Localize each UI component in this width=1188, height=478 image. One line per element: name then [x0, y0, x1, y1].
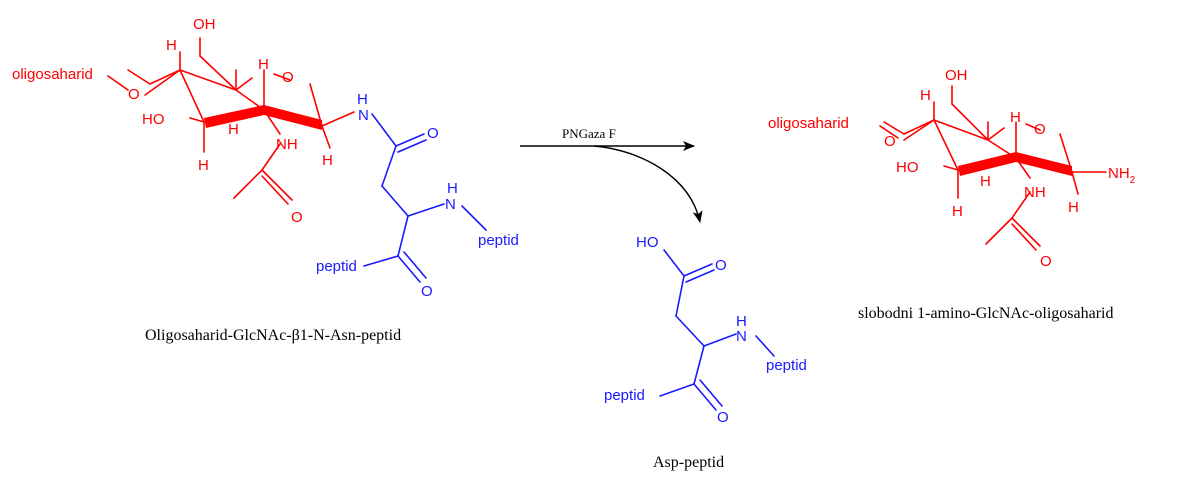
substrate-acetamido-nh: NH	[276, 136, 298, 153]
substrate-carbonyl-oxygen: O	[421, 283, 433, 300]
amine-c3-hydrogen: H	[952, 203, 963, 220]
asp-peptide-molecule: HO O H N peptid peptid O Asp-peptid	[604, 234, 807, 471]
amine-acetyl-oxygen: O	[1040, 253, 1052, 270]
substrate-c5-hydrogen: H	[258, 56, 269, 73]
branch-arrow	[593, 145, 703, 223]
substrate-c3-hydroxyl: HO	[142, 111, 165, 128]
amine-amino-group: NH2	[1108, 165, 1136, 186]
substrate-glycosidic-oxygen: O	[128, 86, 140, 103]
substrate-peptide-right-label: peptid	[478, 232, 519, 249]
substrate-amide-hydrogen: H	[357, 91, 368, 108]
substrate-c6-hydroxyl: OH	[193, 16, 216, 33]
substrate-c2-hydrogen: H	[228, 121, 239, 138]
amine-c6-hydroxyl: OH	[945, 67, 968, 84]
amine-c4-hydrogen: H	[920, 87, 931, 104]
substrate-bold-ring-edge	[204, 105, 322, 130]
substrate-c3-hydrogen: H	[198, 157, 209, 174]
substrate-alpha-nitrogen: N	[445, 196, 456, 213]
amine-anomeric-hydrogen: H	[1068, 199, 1079, 216]
asp-peptide-left-label: peptid	[604, 387, 645, 404]
reaction-arrow: PNGaza F	[520, 126, 703, 223]
amino-glcnac-molecule: oligosaharid O OH H H O HO H H NH H NH2 …	[768, 67, 1136, 322]
amine-bold-ring-edge	[958, 152, 1072, 176]
asp-peptide-right-label: peptid	[766, 357, 807, 374]
amine-acetamido-nh: NH	[1024, 184, 1046, 201]
asp-alpha-nitrogen: N	[736, 328, 747, 345]
substrate-sugar-ring	[107, 37, 355, 205]
substrate-asn-peptide	[363, 113, 487, 283]
amine-c3-hydroxyl: HO	[896, 159, 919, 176]
substrate-peptide-left-label: peptid	[316, 258, 357, 275]
amine-c5-hydrogen: H	[1010, 109, 1021, 126]
substrate-c4-hydrogen: H	[166, 37, 177, 54]
asp-peptide-caption: Asp-peptid	[653, 454, 724, 471]
asp-acid-oxygen: O	[715, 257, 727, 274]
amine-sugar-bonds	[879, 85, 1107, 251]
substrate-acetyl-oxygen: O	[291, 209, 303, 226]
amine-product-caption: slobodni 1-amino-GlcNAc-oligosaharid	[858, 305, 1114, 322]
amine-oligosaccharide-label: oligosaharid	[768, 115, 849, 132]
substrate-ring-oxygen: O	[282, 69, 294, 86]
amine-amino-subscript: 2	[1130, 175, 1136, 186]
asp-carbonyl-oxygen: O	[717, 409, 729, 426]
substrate-anomeric-hydrogen: H	[322, 152, 333, 169]
substrate-amide-nitrogen: N	[358, 107, 369, 124]
substrate-caption: Oligosaharid-GlcNAc-β1-N-Asn-peptid	[145, 327, 401, 344]
amine-amino-nh: NH	[1108, 165, 1130, 182]
asp-hydroxyl: HO	[636, 234, 659, 251]
amine-glycosidic-oxygen: O	[884, 133, 896, 150]
asp-alpha-hydrogen: H	[736, 313, 747, 330]
asp-peptide-bonds	[659, 249, 775, 411]
substrate-alpha-hydrogen: H	[447, 180, 458, 197]
amine-ring-oxygen: O	[1034, 121, 1046, 138]
substrate-oligosaccharide-label: oligosaharid	[12, 66, 93, 83]
enzyme-label: PNGaza F	[562, 126, 616, 141]
amine-c2-hydrogen: H	[980, 173, 991, 190]
substrate-amide-oxygen: O	[427, 125, 439, 142]
substrate-molecule: oligosaharid O OH H H O HO H H NH H O H …	[12, 16, 519, 344]
